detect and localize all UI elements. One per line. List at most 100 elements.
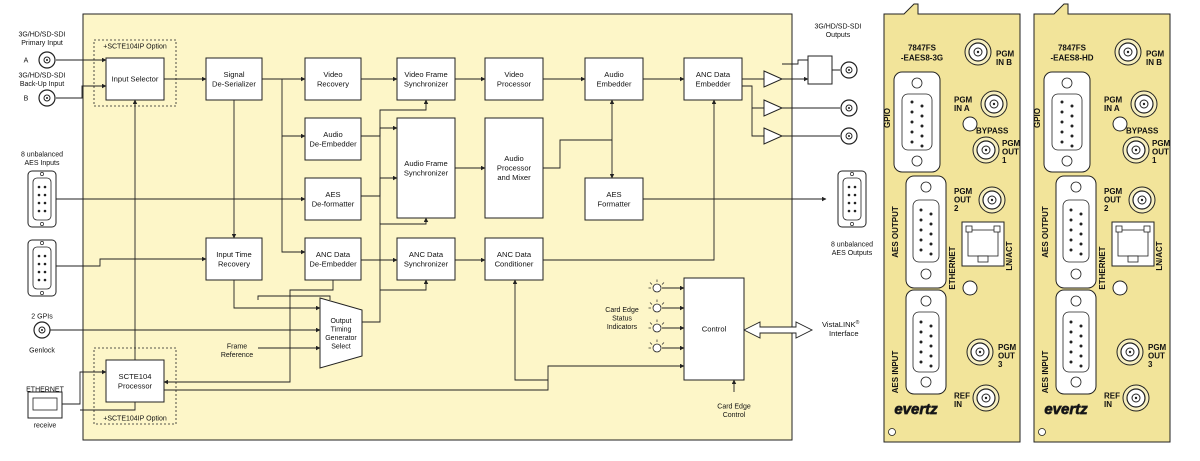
pgm-out-2-label: PGM (954, 187, 973, 196)
pgm-in-b-label: IN B (1146, 58, 1162, 67)
pgm-out-3-bnc (966, 338, 994, 366)
primary-input-label: Primary Input (21, 40, 63, 47)
block-label: Select (331, 343, 351, 350)
pgm-in-b-bnc (964, 38, 992, 66)
block-input-selector: Input Selector (105, 57, 165, 101)
block-label: Input Selector (112, 75, 159, 84)
block-label: ANC Data (316, 250, 351, 259)
block-label: Synchronizer (404, 259, 449, 268)
sdi-outputs-label: Outputs (826, 32, 851, 39)
panel-model-label: -EAES8-3G (901, 54, 943, 63)
ethernet-label: ETHERNET (26, 387, 64, 394)
pgm-out-1-bnc (1122, 136, 1150, 164)
block-label: Timing (331, 326, 352, 333)
block-label: Video Frame (404, 70, 447, 79)
bypass-label: BYPASS (1126, 127, 1159, 136)
pgm-out-2-label: OUT (1104, 196, 1121, 205)
pgm-out-3-label: PGM (1148, 343, 1167, 352)
pgm-in-b-label: IN B (996, 58, 1012, 67)
block-label: and Mixer (497, 173, 531, 182)
pgm-in-a-bnc (1130, 90, 1158, 118)
bypass-indicator (1112, 116, 1128, 132)
sdi-output-bnc (840, 99, 858, 117)
genlock-label: Genlock (29, 348, 55, 355)
block-label: De-Embedder (309, 139, 357, 148)
block-label: AES (606, 190, 621, 199)
signal-wires (48, 57, 840, 411)
input-a-label: A (24, 58, 29, 65)
block-control: Control (683, 277, 745, 381)
sdi-output-bnc (840, 61, 858, 79)
block-label: AES (325, 190, 340, 199)
vistalink-interface-label: Interface (829, 329, 859, 338)
aes-output-dsub (837, 170, 867, 228)
block-label: Video (323, 70, 342, 79)
pgm-out-1-label: OUT (1002, 148, 1019, 157)
aes-input-connector (1055, 289, 1097, 395)
block-label: Formatter (598, 199, 631, 208)
block-label: Recovery (317, 79, 349, 88)
ethernet-jack (961, 221, 1005, 267)
aes-outputs-label: AES Outputs (832, 250, 873, 257)
block-label: Audio (504, 154, 523, 163)
gpio-label: GPIO (883, 108, 892, 128)
pgm-in-a-label: IN A (954, 104, 970, 113)
card-edge-control-label: Card Edge (717, 403, 751, 410)
block-label: Embedder (695, 79, 731, 88)
bypass-relay (807, 55, 833, 85)
option-label-bottom: +SCTE104IP Option (103, 416, 167, 423)
pgm-out-3-bnc (1116, 338, 1144, 366)
output-driver (763, 70, 784, 88)
ethernet-label: ETHERNET (948, 246, 957, 289)
block-label: SCTE104 (119, 372, 152, 381)
frame-reference-label: Reference (221, 352, 253, 359)
block-label: Input Time (216, 250, 251, 259)
ethernet-label: ETHERNET (1098, 246, 1107, 289)
block-label: ANC Data (696, 70, 731, 79)
backup-input-bnc (38, 89, 56, 107)
status-indicators-label: Indicators (607, 324, 638, 331)
vistalink-arrow (742, 321, 814, 339)
pgm-out-3-label: OUT (998, 352, 1015, 361)
block-label: De-Serializer (212, 79, 256, 88)
panel-model-label: -EAES8-HD (1050, 54, 1093, 63)
card-edge-control-label: Control (723, 412, 746, 419)
pgm-in-a-label: PGM (1104, 95, 1123, 104)
block-label: Audio (604, 70, 623, 79)
ethernet-led (1112, 280, 1128, 296)
pgm-out-3-label: OUT (1148, 352, 1165, 361)
aes-outputs-label: 8 unbalanced (831, 241, 873, 248)
gpi-dsub (27, 239, 57, 297)
pgm-out-3-label: PGM (998, 343, 1017, 352)
block-label: Conditioner (495, 259, 534, 268)
block-label: Processor (497, 164, 532, 173)
ethernet-led (962, 280, 978, 296)
block-label: Synchronizer (404, 79, 449, 88)
scte104ip-option-top (93, 39, 177, 107)
block-label: Embedder (596, 79, 632, 88)
evertz-logo: evertz (1044, 401, 1088, 418)
aes-input-dsub (27, 170, 57, 228)
output-driver (763, 127, 784, 145)
ref-in-bnc (1122, 384, 1150, 412)
evertz-logo: evertz (894, 401, 938, 418)
gpio-connector (1043, 71, 1091, 173)
block-label: Processor (497, 79, 532, 88)
gpis-label: 2 GPIs (31, 314, 53, 321)
pgm-out-2-label: 2 (954, 204, 959, 213)
ref-in-label: IN (954, 400, 962, 409)
ref-in-label: REF (954, 391, 970, 400)
primary-input-label: 3G/HD/SD-SDI (18, 31, 65, 38)
aes-output-connector (905, 175, 947, 289)
bypass-label: BYPASS (976, 127, 1009, 136)
pgm-in-a-label: IN A (1104, 104, 1120, 113)
pgm-in-a-label: PGM (954, 95, 973, 104)
pgm-in-b-label: PGM (1146, 49, 1165, 58)
